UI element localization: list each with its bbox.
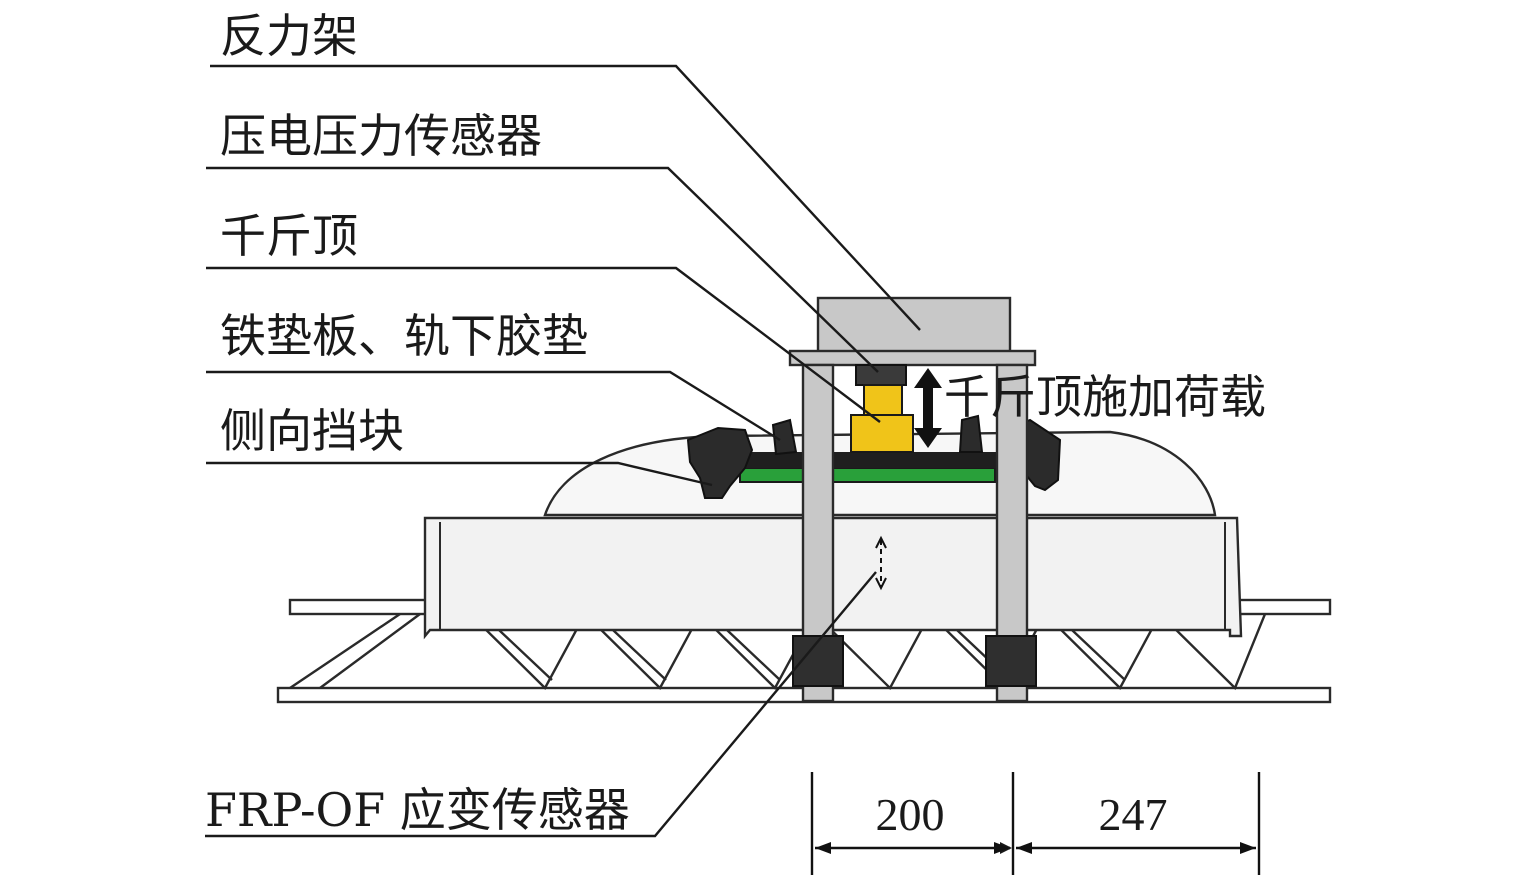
label-side-stop: 侧向挡块 — [220, 404, 404, 458]
reaction-frame — [788, 296, 1037, 703]
dimension-left-value: 200 — [876, 789, 945, 840]
label-piezo-sensor: 压电压力传感器 — [220, 109, 542, 163]
piezo-sensor-block — [855, 364, 907, 386]
dimension-lines — [810, 772, 1261, 875]
pad-plates — [725, 452, 1015, 483]
leader-lines — [205, 64, 921, 838]
lattice-truss — [289, 612, 1267, 691]
label-jack: 千斤顶 — [220, 209, 358, 263]
frp-sensor-marker — [875, 535, 887, 591]
label-reaction-frame: 反力架 — [220, 9, 358, 63]
jack-body — [850, 384, 914, 453]
label-load-note: 千斤顶施加荷载 — [944, 370, 1266, 424]
label-frp-sensor: FRP-OF 应变传感器 — [205, 783, 630, 837]
dimension-right-value: 247 — [1099, 789, 1168, 840]
label-pad: 铁垫板、轨下胶垫 — [220, 309, 588, 363]
load-arrow — [914, 368, 942, 448]
